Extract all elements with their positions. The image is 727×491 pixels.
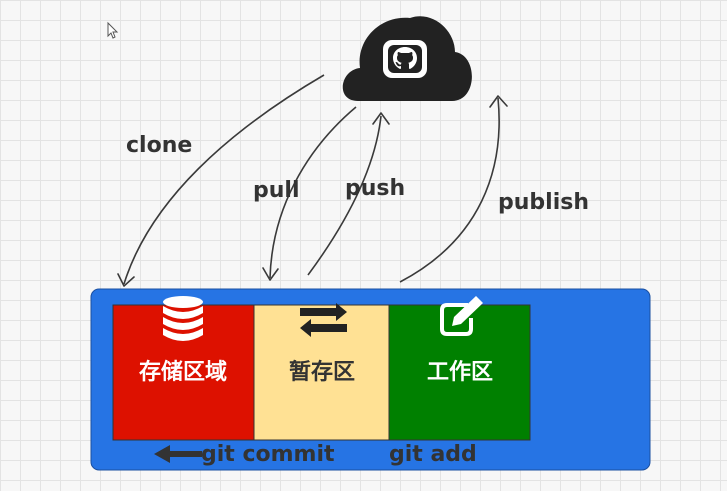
area-repository: 存储区域 — [112, 296, 255, 441]
arrow-clone — [117, 74, 325, 287]
label-repository: 存储区域 — [139, 359, 227, 385]
commit-arrow-icon — [154, 445, 202, 463]
label-working: 工作区 — [427, 360, 493, 385]
label-pull: pull — [253, 178, 300, 203]
edit-icon — [440, 296, 483, 336]
swap-arrows-icon — [300, 303, 347, 337]
arrow-pull — [262, 106, 357, 281]
mouse-cursor-icon — [107, 21, 119, 39]
label-clone: clone — [126, 133, 192, 158]
label-publish: publish — [498, 190, 589, 215]
label-git-add: git add — [389, 442, 477, 467]
area-staging: 暂存区 — [253, 303, 390, 441]
arrow-push — [307, 112, 390, 276]
github-icon — [393, 47, 417, 69]
area-working: 工作区 — [388, 296, 531, 441]
label-staging: 暂存区 — [289, 359, 355, 385]
label-git-commit: git commit — [201, 442, 335, 467]
remote-repository-cloud — [342, 16, 472, 101]
database-icon — [163, 296, 203, 341]
label-push: push — [345, 176, 405, 201]
arrow-publish — [399, 95, 508, 283]
